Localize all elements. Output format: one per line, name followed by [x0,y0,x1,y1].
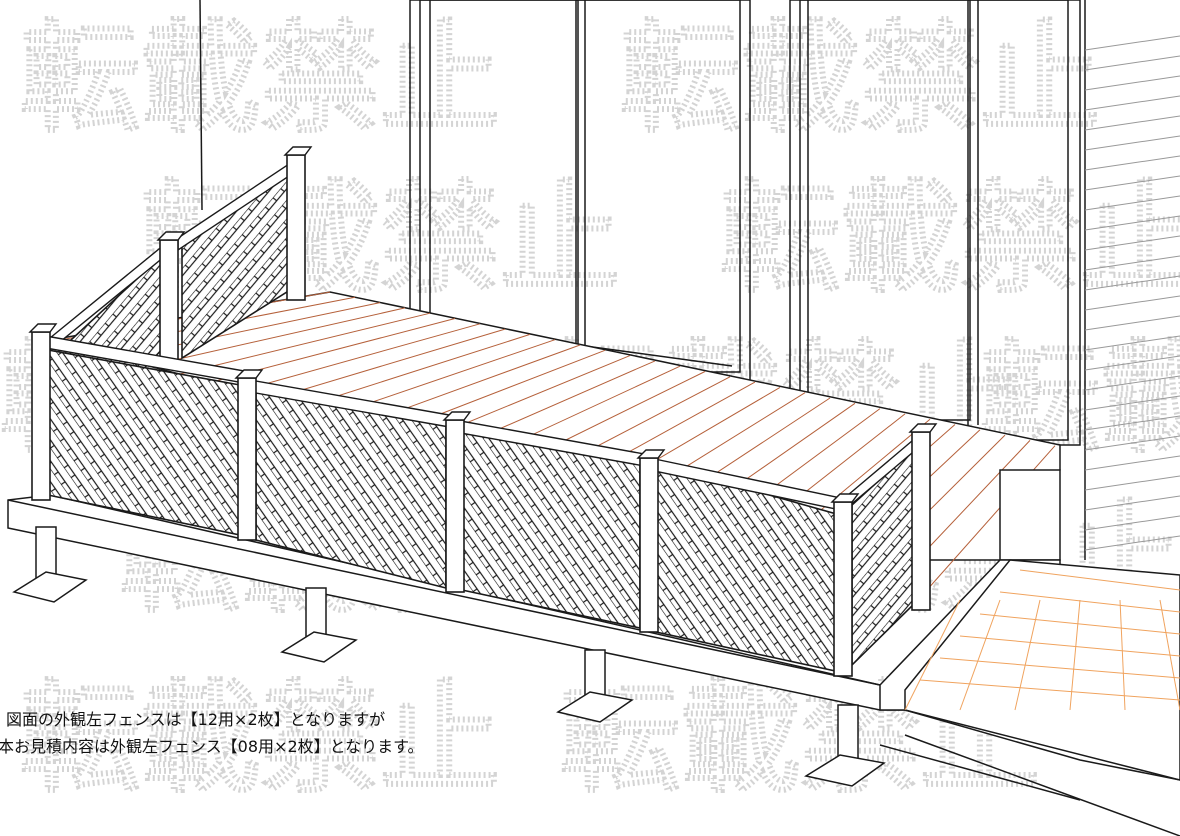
tile-line [979,613,1180,635]
tile-line [1119,599,1126,711]
siding-line [1084,395,1180,411]
siding-line [1084,415,1180,431]
fence-post [911,431,931,611]
watermark-text: 転載禁止 [720,170,1180,309]
lattice-fences [28,146,938,677]
note-line-2: 本お見積内容は外観左フェンス【08用×2枚】となります。 [0,737,424,756]
watermark-text: 転載禁止 [20,10,500,149]
siding-line [1084,35,1180,51]
fence-post-cap [830,493,860,503]
deck-board-line [179,312,431,375]
siding-line [1084,435,1180,451]
tile-line [904,599,961,711]
siding-line [1084,215,1180,231]
fence-post-cap [156,231,186,241]
tile-line [999,591,1180,613]
fence-post-cap [636,449,666,459]
tile-line [1019,569,1180,591]
siding-line [1084,355,1180,371]
siding-line [1084,75,1180,91]
siding-line [1084,375,1180,391]
deck-board-line [929,445,1056,587]
siding-line [1084,315,1180,331]
fence-post [833,501,853,677]
deck-board-line [269,328,506,400]
fence-post-cap [234,369,264,379]
fence-post [445,419,465,593]
siding-line [1084,135,1180,151]
fence-post-cap [283,146,313,156]
tile-line [1014,599,1041,711]
siding-line [1084,275,1180,291]
deck-board-line [149,307,406,366]
tile-line [1159,599,1180,711]
watermark-text: 転載禁止 [20,670,500,809]
siding-line [1084,95,1180,111]
watermark-text: 転載禁止 [620,10,1100,149]
siding-line [1084,535,1180,551]
fence-post [159,239,179,361]
fence-post-cap [28,323,58,333]
fence-post [639,457,659,633]
siding-line [1084,175,1180,191]
tile-line [939,657,1180,679]
siding-line [1084,255,1180,271]
tile-line [919,679,1180,701]
siding-line [1084,475,1180,491]
fence-post [286,154,306,301]
tile-line [959,635,1180,657]
note-line-1: 図面の外観左フェンスは【12用×2枚】となりますが [6,710,386,729]
siding-line [1084,295,1180,311]
siding-line [1084,195,1180,211]
fence-post [237,377,257,541]
siding-line [1084,335,1180,351]
siding-line [1084,115,1180,131]
deck-posts [12,526,886,787]
siding-line [1084,55,1180,71]
fence-post-cap [908,423,938,433]
siding-line [1084,495,1180,511]
fence-post [31,331,51,501]
siding-line [1084,235,1180,251]
siding-line [1084,515,1180,531]
tile-line [1069,599,1081,711]
entrance-steps [879,559,1180,836]
siding-line [1084,155,1180,171]
deck-board-line [239,323,481,392]
tile-line [959,599,1001,711]
siding-line [1084,455,1180,471]
fence-post-cap [442,411,472,421]
